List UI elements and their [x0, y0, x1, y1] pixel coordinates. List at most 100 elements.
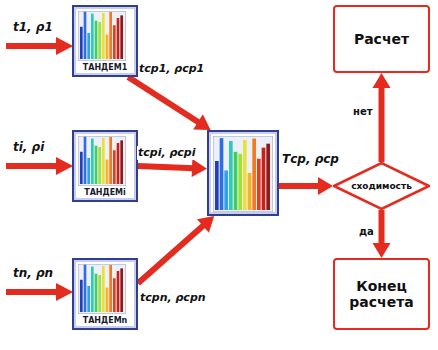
program-box: ТАНДЕМi — [72, 130, 138, 202]
icon-bar — [120, 140, 123, 184]
input-arrow-head — [56, 37, 73, 55]
icon-bar — [117, 271, 120, 312]
input-arrow-shaft — [6, 163, 58, 169]
icon-bar — [80, 280, 83, 312]
process-text: Расчет — [354, 31, 409, 47]
icon-bar — [87, 158, 90, 184]
tandem-icon — [78, 136, 126, 186]
icon-bar — [113, 150, 116, 184]
icon-bar — [229, 141, 233, 210]
icon-bar — [248, 173, 252, 210]
icon-bar — [109, 12, 112, 59]
icon-frame — [78, 136, 126, 186]
edge-label: Tср, ρср — [281, 152, 340, 166]
icon-bar — [224, 170, 228, 210]
icon-bar — [120, 15, 123, 59]
flow-arrow — [279, 177, 333, 195]
icon-bar — [117, 18, 120, 59]
icon-bar — [102, 13, 105, 59]
edge-label: tсрi, ρсрi — [137, 146, 196, 160]
icon-bar — [220, 138, 224, 210]
arrow-head — [193, 114, 210, 130]
icon-bar — [80, 152, 83, 184]
icon-frame — [78, 11, 126, 61]
arrow-shaft — [279, 183, 320, 189]
icon-frame — [213, 136, 273, 212]
input-label: t1, ρ1 — [12, 20, 54, 34]
icon-bar — [252, 139, 256, 210]
edge-label: нет — [352, 106, 374, 117]
process-text: Конец расчета — [339, 278, 424, 310]
icon-bar — [109, 265, 112, 312]
input-label: ti, ρi — [12, 140, 45, 154]
icon-bar — [266, 144, 270, 210]
icon-bar — [80, 27, 83, 59]
icon-bar — [91, 139, 94, 184]
icon-bar — [102, 266, 105, 312]
input-arrow-shaft — [6, 289, 58, 295]
input-arrow-head — [56, 157, 73, 175]
icon-bar — [262, 148, 266, 210]
program-label: ТАНДЕМn — [74, 316, 136, 325]
decision-text: сходимость — [351, 181, 412, 191]
program-label: ТАНДЕМ1 — [74, 63, 136, 72]
diamond-shape — [334, 163, 429, 209]
flow-arrow — [128, 77, 211, 130]
icon-bar — [257, 159, 261, 210]
icon-bar — [113, 25, 116, 59]
arrow-shaft — [379, 86, 385, 162]
icon-bar — [234, 152, 238, 210]
tandem-icon — [78, 264, 126, 314]
process-box: Конец расчета — [333, 258, 430, 330]
icon-bar — [84, 137, 87, 184]
icon-bar — [84, 12, 87, 59]
icon-bar — [98, 275, 101, 312]
icon-bar — [106, 288, 109, 312]
input-arrow-group — [6, 37, 73, 301]
icon-bar — [98, 147, 101, 184]
edge-label: tср1, ρср1 — [138, 62, 205, 76]
flow-arrow — [373, 73, 391, 162]
tandem-icon — [213, 136, 273, 212]
process-box: Расчет — [333, 5, 430, 73]
input-arrow-head — [56, 283, 73, 301]
flow-arrow — [138, 216, 214, 283]
icon-bar — [113, 278, 116, 312]
edge-label: tсрn, ρсрn — [139, 291, 207, 305]
icon-bar — [84, 265, 87, 312]
edge-label: да — [358, 226, 375, 237]
icon-bar — [109, 137, 112, 184]
icon-bar — [120, 268, 123, 312]
icon-bar — [243, 140, 247, 210]
arrow-shaft — [128, 77, 200, 123]
arrow-head — [197, 216, 214, 233]
icon-bar — [91, 14, 94, 59]
icon-frame — [78, 264, 126, 314]
icon-bar — [87, 286, 90, 312]
flow-arrow — [138, 159, 207, 177]
tandem-icon — [78, 11, 126, 61]
icon-bar — [102, 138, 105, 184]
program-label: ТАНДЕМi — [74, 188, 136, 197]
program-box — [207, 130, 279, 216]
arrow-shaft — [138, 166, 194, 168]
arrow-head — [373, 73, 391, 88]
arrow-head — [318, 177, 333, 195]
arrow-head — [373, 243, 391, 258]
icon-bar — [95, 274, 98, 312]
input-label: tn, ρn — [12, 266, 54, 280]
icon-bar — [95, 146, 98, 184]
arrow-head — [192, 159, 207, 177]
icon-bar — [215, 161, 219, 210]
program-box: ТАНДЕМ1 — [72, 5, 138, 77]
arrow-shaft — [138, 225, 204, 284]
flow-arrow — [373, 210, 391, 258]
icon-bar — [91, 267, 94, 312]
icon-bar — [106, 160, 109, 184]
arrow-shaft — [379, 210, 385, 245]
input-arrow-shaft — [6, 43, 58, 49]
decision-diamond: сходимость — [333, 162, 430, 210]
program-box: ТАНДЕМn — [72, 258, 138, 330]
icon-bar — [117, 143, 120, 184]
